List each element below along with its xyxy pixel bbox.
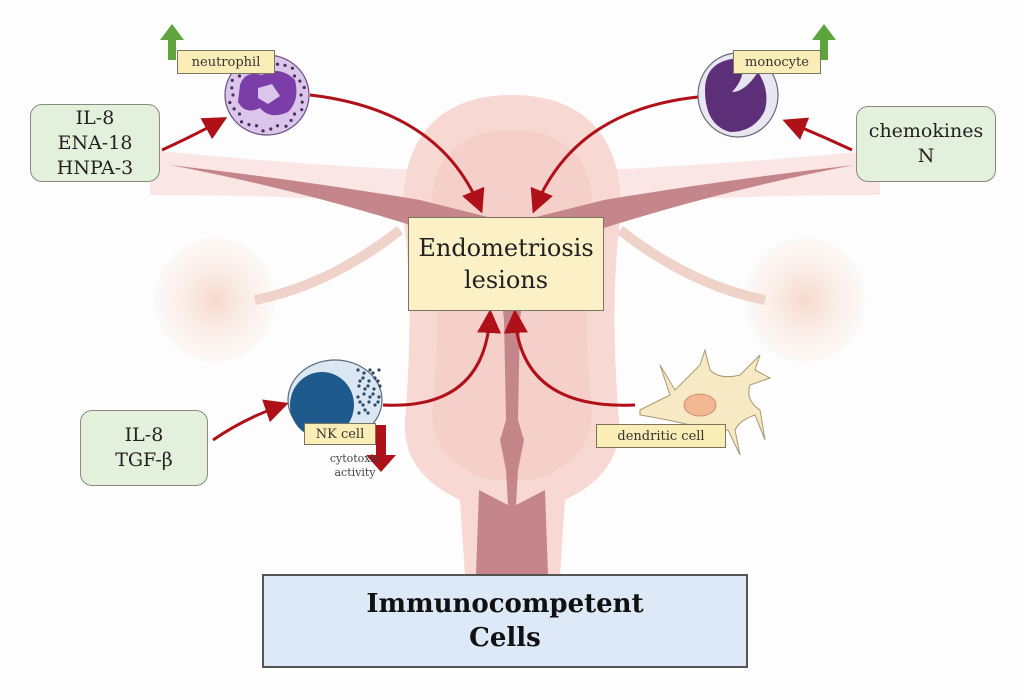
granule [363, 387, 367, 391]
factor-hnpa3: HNPA-3 [56, 156, 134, 179]
monocyte-cell [697, 52, 779, 138]
monocyte-factors-box: chemokines N [856, 106, 996, 182]
granule [358, 379, 362, 383]
granule [300, 100, 304, 104]
arrow-factors-to-nk [212, 399, 289, 442]
granule [228, 100, 232, 105]
granule [358, 400, 362, 404]
granule [377, 368, 381, 372]
granule [254, 124, 259, 128]
neutrophil-label: neutrophil [177, 50, 275, 74]
granule [247, 123, 251, 127]
dendritic-cell-label: dendritic cell [596, 424, 726, 448]
right-ovary [745, 238, 865, 362]
monocyte-increase-icon [812, 24, 836, 60]
nk-factors-box: IL-8 TGF-β [80, 410, 208, 486]
granule [275, 124, 280, 128]
monocyte-label: monocyte [733, 50, 821, 74]
granule [373, 403, 377, 407]
granule [361, 376, 365, 380]
factor-ena18: ENA-18 [57, 131, 133, 154]
granule [231, 93, 235, 97]
granule [230, 78, 234, 82]
granule [366, 411, 370, 415]
arrow-neutrophil-to-lesion [309, 93, 485, 214]
arrow-nk-to-lesion [382, 309, 502, 407]
granule [237, 112, 242, 116]
neutrophil-factors-box: IL-8 ENA-18 HNPA-3 [30, 104, 160, 182]
arrow-chemokines-to-monocyte [782, 117, 853, 152]
granule [372, 387, 376, 391]
granule [283, 63, 287, 67]
granule [378, 384, 382, 388]
granule [362, 392, 366, 396]
granule [292, 112, 297, 116]
arrow-dendritic-to-lesion [503, 309, 636, 407]
granule [237, 74, 242, 78]
granule [371, 371, 375, 375]
granule [357, 384, 361, 388]
endometriosis-lesions-box: Endometriosis lesions [408, 217, 604, 311]
arrow-factors-to-neutrophil [161, 117, 228, 152]
factor-n: N [917, 145, 935, 167]
factor-il8: IL-8 [75, 106, 115, 129]
granule [373, 376, 377, 380]
granule [239, 120, 244, 124]
pathway-arrows [161, 93, 853, 442]
factor-il8: IL-8 [124, 424, 164, 446]
granule [284, 124, 288, 128]
granule [376, 379, 380, 383]
left-ovary [155, 238, 275, 362]
granule [368, 395, 372, 399]
immunocompetent-cells-box: Immunocompetent Cells [262, 574, 748, 668]
granule [232, 107, 236, 111]
granule [367, 400, 371, 404]
neutrophil-increase-icon [160, 24, 184, 60]
granule [299, 93, 303, 97]
granule [290, 66, 295, 70]
granule [356, 368, 360, 372]
granule [269, 127, 273, 131]
granule [289, 118, 293, 123]
granule [261, 129, 265, 133]
nk-decrease-icon [366, 425, 396, 472]
granule [367, 379, 371, 383]
granule [298, 79, 302, 83]
granule [275, 62, 280, 66]
granule [292, 74, 297, 78]
granule [368, 368, 372, 372]
granule [366, 384, 370, 388]
granule [361, 403, 365, 407]
granule [300, 108, 304, 112]
granule [230, 86, 234, 90]
granule [357, 411, 361, 415]
cytotoxic-activity-note: cytotoxic activity [329, 452, 381, 479]
granule [363, 408, 367, 412]
factor-chemokines: chemokines [868, 120, 984, 142]
arrow-monocyte-to-lesion [530, 95, 699, 214]
granule [371, 392, 375, 396]
granule [302, 85, 306, 90]
uterus-illustration [150, 95, 880, 575]
granule [377, 395, 381, 399]
factor-tgf-beta: TGF-β [115, 449, 173, 471]
nk-cell-label: NK cell [304, 423, 376, 445]
granule [356, 395, 360, 399]
granule [362, 371, 366, 375]
granule [376, 400, 380, 404]
